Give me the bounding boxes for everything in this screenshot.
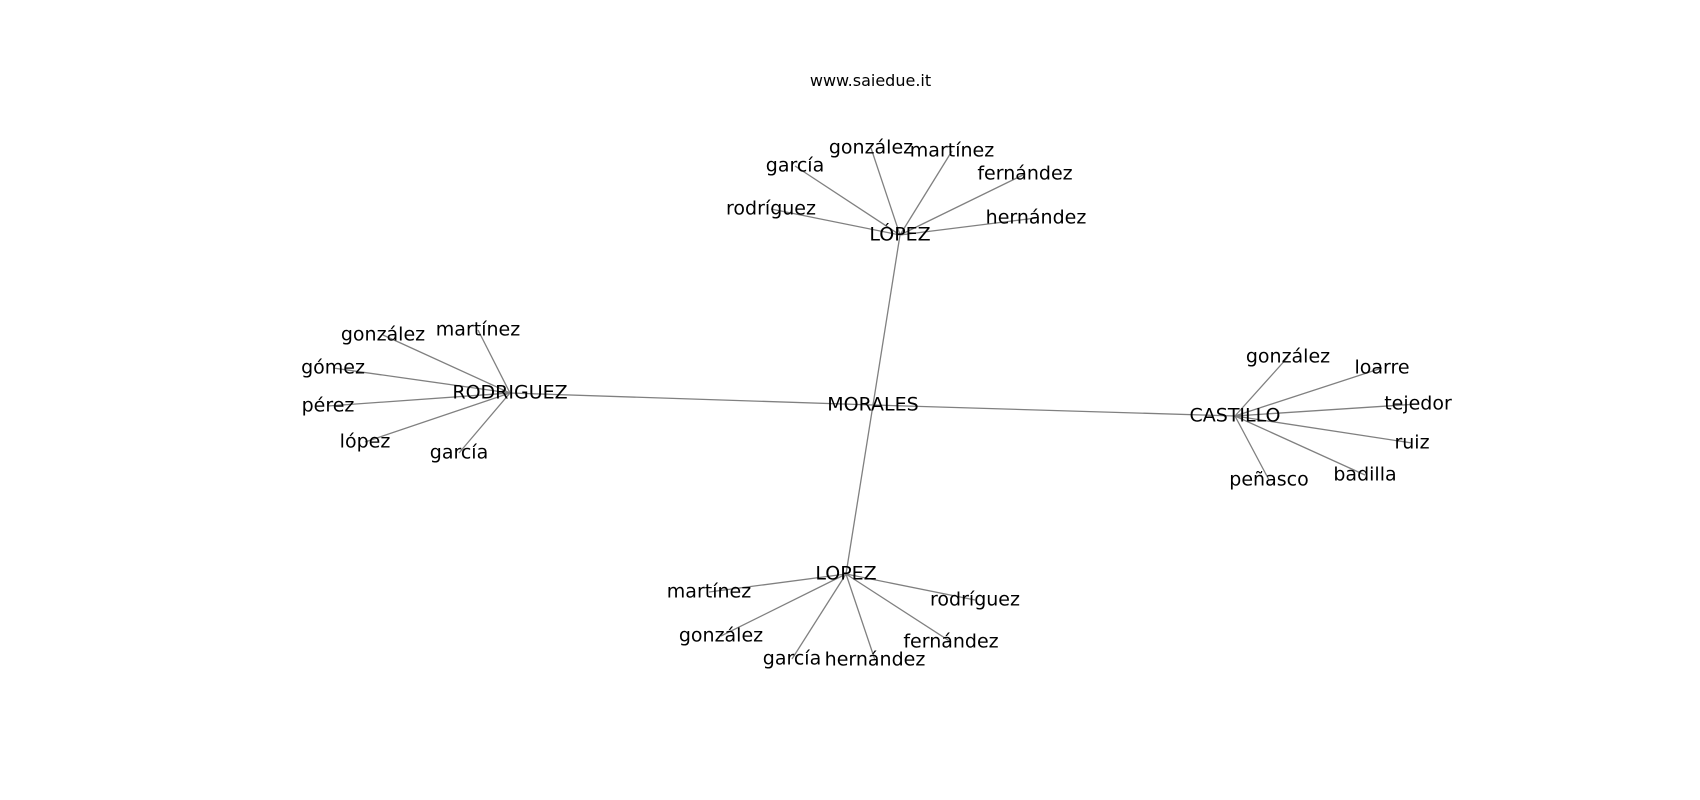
edges-layer xyxy=(327,147,1419,661)
edge-lopez-to-martinez xyxy=(708,573,847,593)
leaf-node-label-fernandez: fernández xyxy=(903,631,998,653)
hub-node-label-lopez: LOPEZ xyxy=(815,563,876,585)
edge-center-to-castillo xyxy=(872,404,1236,417)
leaf-node-label-martinez: martínez xyxy=(667,581,751,603)
edge-rodriguez-to-garcia xyxy=(458,392,511,454)
leaf-node-label-rodriguez: rodríguez xyxy=(726,198,816,220)
leaf-node-label-perez: pérez xyxy=(302,395,355,417)
labels-layer: MORALESLÓPEZrodríguezgarcíagonzálezmartí… xyxy=(301,137,1452,671)
leaf-node-label-martinez: martínez xyxy=(910,140,994,162)
edge-rodriguez-to-martinez xyxy=(477,329,511,394)
leaf-node-label-rodriguez: rodríguez xyxy=(930,589,1020,611)
edge-lopez-to-gonzalez xyxy=(720,573,847,637)
leaf-node-label-lopez: lópez xyxy=(340,431,391,453)
leaf-node-label-hernandez: hernández xyxy=(825,649,926,671)
edge-castillo-to-badilla xyxy=(1234,415,1366,476)
hub-node-label-lopez: LÓPEZ xyxy=(869,222,930,246)
leaf-node-label-gomez: gómez xyxy=(301,357,365,379)
hub-node-label-rodriguez: RODRIGUEZ xyxy=(452,382,567,404)
edge-lopez-to-rodriguez xyxy=(845,573,976,601)
edge-lopez-to-hernandez xyxy=(845,573,876,661)
leaf-node-label-penasco: peñasco xyxy=(1229,469,1308,491)
leaf-node-label-gonzalez: gonzález xyxy=(1246,346,1330,368)
edge-center-to-lopez xyxy=(845,404,874,575)
edge-center-to-lopez xyxy=(872,234,901,406)
edge-lopez-to-martinez xyxy=(899,150,953,236)
center-node-label: MORALES xyxy=(827,394,918,416)
edge-lopez-to-gonzalez xyxy=(870,147,901,236)
edge-lopez-to-garcia xyxy=(794,165,901,236)
edge-castillo-to-gonzalez xyxy=(1234,356,1289,417)
edge-castillo-to-penasco xyxy=(1234,415,1270,481)
leaf-node-label-hernandez: hernández xyxy=(986,207,1087,229)
edge-rodriguez-to-perez xyxy=(327,392,511,407)
edge-rodriguez-to-lopez xyxy=(364,392,511,443)
edge-lopez-to-fernandez xyxy=(899,173,1026,236)
leaf-node-label-garcia: garcía xyxy=(430,442,488,464)
leaf-node-label-badilla: badilla xyxy=(1333,464,1396,486)
edge-rodriguez-to-gonzalez xyxy=(382,334,511,394)
edge-castillo-to-ruiz xyxy=(1234,415,1413,444)
leaf-node-label-garcia: garcía xyxy=(766,155,824,177)
leaf-node-label-fernandez: fernández xyxy=(977,163,1072,185)
edge-rodriguez-to-gomez xyxy=(332,367,511,394)
leaf-node-label-garcia: garcía xyxy=(763,648,821,670)
edge-lopez-to-hernandez xyxy=(899,217,1037,236)
leaf-node-label-ruiz: ruiz xyxy=(1394,432,1429,454)
leaf-node-label-tejedor: tejedor xyxy=(1384,393,1452,415)
leaf-node-label-loarre: loarre xyxy=(1354,357,1409,379)
leaf-node-label-gonzalez: gonzález xyxy=(341,324,425,346)
leaf-node-label-gonzalez: gonzález xyxy=(829,137,913,159)
edge-center-to-rodriguez xyxy=(509,392,874,406)
edge-castillo-to-loarre xyxy=(1234,367,1383,417)
edge-lopez-to-fernandez xyxy=(845,573,952,643)
edge-castillo-to-tejedor xyxy=(1234,403,1419,417)
edge-lopez-to-garcia xyxy=(791,573,847,660)
leaf-node-label-martinez: martínez xyxy=(436,319,520,341)
edge-lopez-to-rodriguez xyxy=(770,208,901,236)
watermark-url: www.saiedue.it xyxy=(809,71,932,90)
leaf-node-label-gonzalez: gonzález xyxy=(679,625,763,647)
hub-node-label-castillo: CASTILLO xyxy=(1190,405,1281,427)
